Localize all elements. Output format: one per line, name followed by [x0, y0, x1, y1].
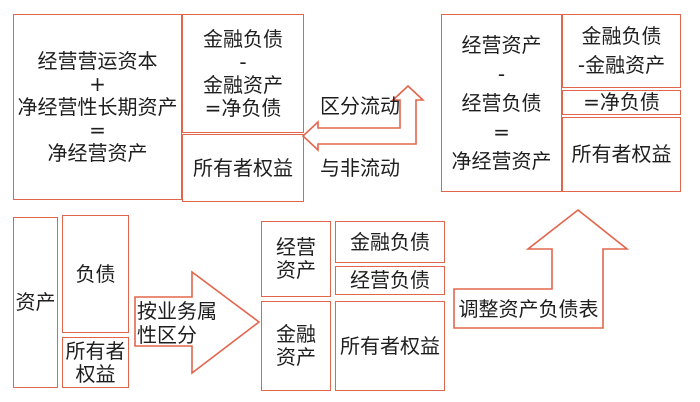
financial-liabilities-minus-assets-cell: 金融负债 -金融资产 [562, 14, 681, 88]
assets-cell: 资产 [13, 217, 58, 388]
separate-arrow-label-top: 区分流动 [320, 94, 400, 118]
financial-assets-cell: 金融 资产 [261, 301, 331, 391]
net-debt-result-cell: =净负债 [562, 90, 681, 115]
net-operating-assets-formula-cell: 经营营运资本 + 净经营性长期资产 = 净经营资产 [13, 14, 182, 200]
owners-equity-cell-top-left: 所有者权益 [182, 134, 304, 202]
operating-liabilities-cell: 经营负债 [335, 266, 445, 295]
separate-arrow-label-bottom: 与非流动 [320, 156, 400, 180]
owners-equity-cell-top-right: 所有者权益 [562, 117, 681, 192]
financial-liabilities-cell: 金融负债 [335, 221, 445, 263]
operating-assets-formula-cell: 经营资产 - 经营负债 = 净经营资产 [441, 14, 562, 192]
net-debt-formula-cell: 金融负债 - 金融资产 =净负债 [182, 14, 304, 133]
operating-assets-cell: 经营 资产 [261, 221, 331, 297]
owners-equity-cell-middle: 所有者权益 [335, 301, 445, 391]
owners-equity-cell-bottom-left: 所有者 权益 [62, 337, 129, 388]
adjust-arrow-label: 调整资产负债表 [458, 296, 599, 321]
liabilities-cell: 负债 [62, 215, 129, 333]
classify-arrow-label: 按业务属 性区分 [137, 299, 217, 347]
